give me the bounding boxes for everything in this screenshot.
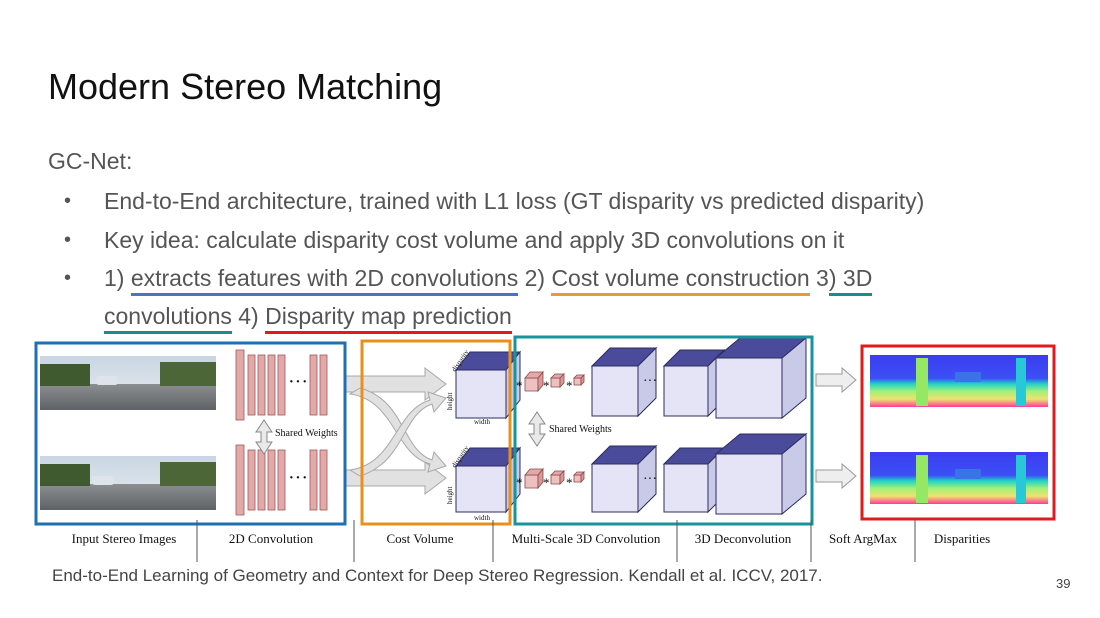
bullet-marker: • [64, 190, 72, 212]
deconv-cube-top-small [662, 348, 726, 418]
conv-star-6: * [566, 475, 573, 490]
stage-label-2d-convolution: 2D Convolution [229, 531, 314, 546]
conv-star-1: * [516, 378, 523, 393]
right-stereo-image [40, 456, 216, 510]
step-cost-volume: Cost volume construction [551, 265, 810, 296]
axis-label-height-bottom: height [446, 486, 454, 504]
concatenation-arrows [344, 366, 447, 496]
stage-label-input: Input Stereo Images [72, 531, 177, 546]
step-3-number: 3 [809, 265, 829, 291]
disparity-prediction-highlight-box [860, 344, 1056, 521]
deconv-cube-bottom-small [662, 446, 726, 514]
ellipsis-3d-top: ··· [643, 374, 657, 389]
ellipsis-3d-bottom: ··· [643, 472, 657, 487]
bullet-text-3-line-1: 1) extracts features with 2D convolution… [104, 259, 873, 297]
cost-volume-highlight-box [360, 339, 512, 526]
left-stereo-image [40, 356, 216, 410]
deconv-cube-top-large [714, 336, 808, 420]
disparity-map-bottom [870, 452, 1048, 504]
citation: End-to-End Learning of Geometry and Cont… [52, 566, 823, 585]
bullet-marker: • [64, 229, 72, 251]
ellipsis-bottom: ··· [288, 467, 308, 489]
page-number: 39 [1056, 576, 1071, 591]
step-feature-extraction: extracts features with 2D convolutions [130, 265, 519, 296]
shared-weights-3d-arrow-icon [528, 411, 546, 447]
step-disparity-prediction: Disparity map prediction [265, 303, 512, 334]
stage-separators [196, 520, 916, 562]
feature-maps-top [235, 349, 328, 421]
step-3d-convolutions-part-2: convolutions [104, 303, 232, 334]
shared-weights-arrow-icon [255, 419, 273, 455]
bullet-text-1: End-to-End architecture, trained with L1… [104, 188, 925, 214]
step-4-number: 4) [231, 303, 266, 329]
stage-label-soft-argmax: Soft ArgMax [829, 531, 898, 546]
feature-extraction-highlight-box [34, 341, 347, 526]
conv-star-2: * [543, 378, 550, 393]
disparity-map-top [870, 355, 1048, 407]
conv-star-4: * [516, 475, 523, 490]
stage-label-3d-convolution: Multi-Scale 3D Convolution [512, 531, 661, 546]
conv3d-cube-bottom [590, 444, 658, 514]
3d-convolution-highlight-box [513, 335, 814, 526]
shared-weights-label-3d: Shared Weights [549, 424, 612, 435]
slide-subtitle: GC-Net: [48, 148, 133, 174]
bullet-text-2: Key idea: calculate disparity cost volum… [104, 227, 845, 253]
step-2-number: 2) [518, 265, 552, 291]
soft-argmax-arrow-top-icon [815, 366, 857, 394]
soft-argmax-arrow-bottom-icon [815, 462, 857, 490]
bullet-text-3-line-2: convolutions 4) Disparity map prediction [104, 297, 512, 335]
stage-label-cost-volume: Cost Volume [386, 531, 453, 546]
stage-label-disparities: Disparities [934, 531, 990, 546]
axis-label-height-top: height [446, 392, 454, 410]
deconv-cube-bottom-large [714, 432, 808, 516]
conv-star-3: * [566, 378, 573, 393]
step-1-number: 1) [104, 265, 131, 291]
bullet-marker: • [64, 267, 72, 289]
slide-title: Modern Stereo Matching [48, 66, 443, 107]
ellipsis-top: ··· [288, 371, 308, 393]
stage-label-3d-deconvolution: 3D Deconvolution [695, 531, 792, 546]
step-3d-convolutions-part-1: ) 3D [828, 265, 873, 296]
axis-label-width-bottom: width [474, 514, 490, 522]
conv3d-cube-top [590, 346, 658, 418]
conv3d-kernels-bottom [524, 467, 585, 490]
shared-weights-label-2d: Shared Weights [275, 428, 338, 439]
feature-maps-bottom [235, 444, 328, 516]
conv3d-kernels-top [524, 370, 585, 393]
conv-star-5: * [543, 475, 550, 490]
axis-label-width-top: width [474, 418, 490, 426]
